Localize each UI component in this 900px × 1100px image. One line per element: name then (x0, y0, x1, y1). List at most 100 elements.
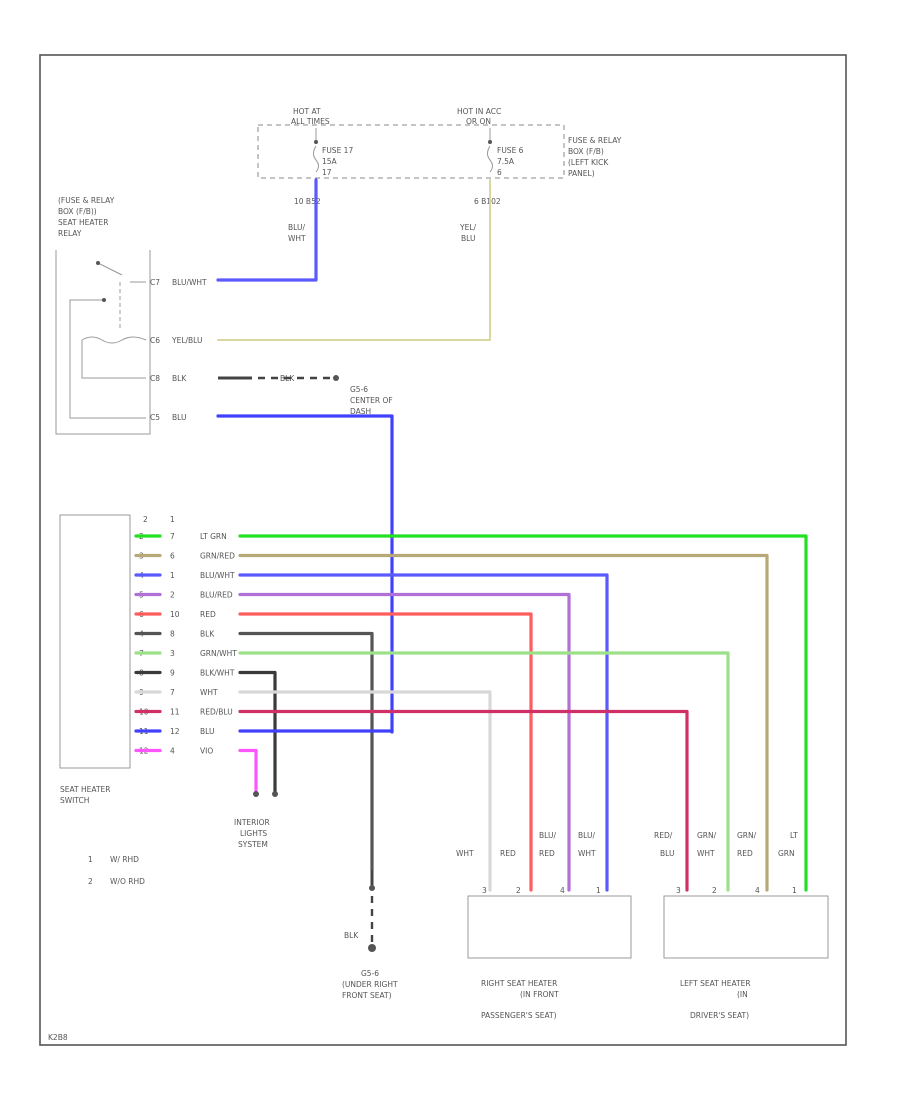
switch-wire-color-label: BLU (200, 727, 214, 736)
switch-wire (134, 534, 808, 892)
hot-acc-label: HOT IN ACC (457, 107, 501, 116)
fuse17-terminal (314, 140, 318, 144)
left-seat-heater-box (663, 895, 829, 959)
interior-lights-pin-2 (272, 791, 278, 797)
relay-contact-arm (97, 262, 123, 276)
fuse6-terminal (488, 140, 492, 144)
hot-at-label: HOT AT (293, 107, 321, 116)
fuse17-label: FUSE 17 (322, 146, 353, 155)
switch-wire (134, 670, 277, 796)
switch-column-1: 2 (143, 515, 148, 524)
switch-name-2: SWITCH (60, 796, 89, 805)
relay-contact-terminal (102, 298, 106, 302)
left-seat-heater-name-2: (IN (737, 990, 748, 999)
left-seat-heater-wire-2b: WHT (697, 849, 715, 858)
left-seat-heater-pin-1: 1 (792, 886, 797, 895)
left-seat-heater-wire-3b: RED (737, 849, 753, 858)
wire-blu-relay-to-switch (216, 414, 394, 734)
fuse-box: HOT AT ALL TIMES HOT IN ACC OR ON FUSE 1… (257, 107, 622, 179)
switch-pin-col2: 8 (170, 630, 175, 639)
hot-at-condition: ALL TIMES (291, 117, 330, 126)
legend-2-text: W/O RHD (110, 877, 145, 886)
right-seat-heater-pin-4: 4 (560, 886, 565, 895)
fuse17-element (313, 145, 319, 173)
ground-under-seat-label-2: (UNDER RIGHT (342, 980, 398, 989)
switch-wire (134, 553, 769, 892)
fuse-box-name-1: FUSE & RELAY (568, 136, 622, 145)
right-seat-heater-wire-4a: BLU/ (578, 831, 595, 840)
relay-wire-blk: BLK (172, 374, 187, 383)
switch-pin-col2: 3 (170, 649, 175, 658)
switch-wire (134, 690, 492, 892)
connector-b52-label: 10 B52 (294, 197, 321, 206)
wire-yel-blu-label-2: BLU (461, 234, 475, 243)
fuse-box-name-4: PANEL) (568, 169, 595, 178)
switch-pin-col2: 10 (170, 610, 180, 619)
relay-contact-pivot (96, 261, 100, 265)
right-seat-heater-wire-1: WHT (456, 849, 474, 858)
fuse6-label: FUSE 6 (497, 146, 524, 155)
right-seat-heater-wire-4b: WHT (578, 849, 596, 858)
fuse17-pin: 17 (322, 168, 332, 177)
wire-yel-blu-fuse6 (217, 179, 491, 341)
left-seat-heater-wire-4a: LT (790, 831, 798, 840)
switch-column-2: 1 (170, 515, 175, 524)
fuse6-element (487, 145, 493, 173)
switch-wire (134, 709, 689, 892)
right-seat-heater-name-2: (IN FRONT (520, 990, 559, 999)
switch-pin-col2: 7 (170, 532, 175, 541)
hot-acc-condition: OR ON (466, 117, 491, 126)
ground-under-seat: BLK G5-6 (UNDER RIGHT FRONT SEAT) (342, 870, 398, 1000)
interior-lights-pin-1 (253, 791, 259, 797)
relay-contact-lead (69, 299, 146, 419)
ground-under-seat-wire-label: BLK (344, 931, 359, 940)
left-seat-heater-pin-2: 2 (712, 886, 717, 895)
left-seat-heater-name-3: DRIVER'S SEAT) (690, 1011, 749, 1020)
relay-pin-c5: C5 (150, 413, 160, 422)
diagram-frame (39, 54, 847, 1046)
connector-b102-label: 6 B102 (474, 197, 501, 206)
wire-yel-blu-label-1: YEL/ (459, 223, 476, 232)
ground-center-dash-point (333, 375, 339, 381)
switch-pin-col2: 4 (170, 747, 175, 756)
right-seat-heater-pin-1: 1 (596, 886, 601, 895)
switch-wires (134, 534, 808, 892)
relay-pin-c7: C7 (150, 278, 160, 287)
switch-name-1: SEAT HEATER (60, 785, 110, 794)
left-seat-heater-pin-4: 4 (755, 886, 760, 895)
footer-code: K2B8 (48, 1033, 68, 1042)
relay-name-2: BOX (F/B)) (58, 207, 97, 216)
switch-wire-color-label: BLK (200, 630, 215, 639)
ground-center-label-2: CENTER OF (350, 396, 393, 405)
ground-under-seat-label-3: FRONT SEAT) (342, 991, 392, 1000)
interior-lights-label-3: SYSTEM (238, 840, 268, 849)
right-seat-heater-wire-3b: RED (539, 849, 555, 858)
left-seat-heater-wire-1a: RED/ (654, 831, 673, 840)
right-seat-heater-wire-3a: BLU/ (539, 831, 556, 840)
switch-pin-col2: 9 (170, 669, 175, 678)
relay-pin-c6: C6 (150, 336, 160, 345)
legend-1-text: W/ RHD (110, 855, 139, 864)
switch-pin-col2: 11 (170, 708, 180, 717)
fuse6-amperage: 7.5A (497, 157, 515, 166)
switch-wire (134, 573, 609, 892)
right-seat-heater-box (467, 895, 632, 959)
fuse-box-name-2: BOX (F/B) (568, 147, 604, 156)
switch-wire-color-label: RED/BLU (200, 708, 233, 717)
switch-pin-col2: 6 (170, 552, 175, 561)
legend-1-number: 1 (88, 855, 93, 864)
switch-wire (134, 612, 533, 892)
fuse17-amperage: 15A (322, 157, 338, 166)
fuse-box-name-3: (LEFT KICK (568, 158, 609, 167)
relay-name-1: (FUSE & RELAY (58, 196, 115, 205)
ground-under-seat-splice (369, 885, 375, 891)
interior-lights-label-1: INTERIOR (234, 818, 270, 827)
seat-heater-switch-box (59, 514, 131, 769)
ground-center-label-1: G5-6 (350, 385, 368, 394)
switch-wire-color-label: BLU/WHT (200, 571, 235, 580)
fuse-box-outline (257, 124, 565, 179)
left-seat-heater-wire-4b: GRN (778, 849, 795, 858)
relay-coil (81, 336, 147, 379)
interior-lights-label-2: LIGHTS (240, 829, 267, 838)
